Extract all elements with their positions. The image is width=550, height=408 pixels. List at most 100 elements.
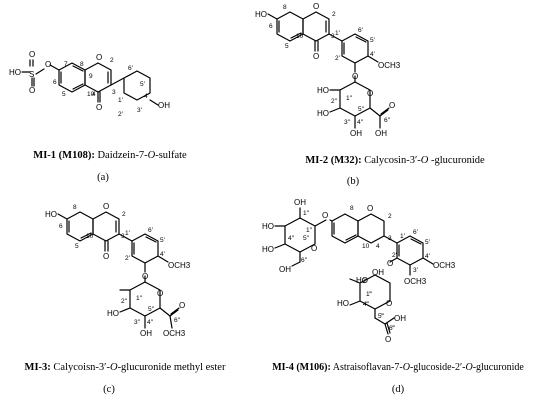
ring-a-d: [331, 213, 359, 244]
atom-o: O: [29, 50, 35, 59]
svg-text:4′: 4′: [160, 251, 166, 258]
atom-ho: HO: [45, 210, 57, 219]
svg-text:5: 5: [75, 243, 79, 250]
svg-text:1′: 1′: [400, 233, 406, 240]
atom-o-ring: O: [96, 53, 102, 62]
atom-och3: OCH3: [378, 61, 401, 70]
svg-text:5‴: 5‴: [378, 313, 385, 320]
atom-o-link: O: [142, 272, 148, 281]
svg-text:4″: 4″: [288, 235, 295, 242]
svg-text:4′: 4′: [144, 93, 150, 100]
svg-text:3″: 3″: [344, 119, 351, 126]
svg-text:6″: 6″: [301, 257, 308, 264]
atom-oh: OH: [158, 101, 170, 110]
svg-text:10: 10: [86, 233, 94, 240]
ring-b-a: [123, 70, 151, 101]
svg-text:3‴: 3‴: [362, 278, 369, 285]
panel-label-c: (c): [103, 384, 115, 395]
svg-text:1‴: 1‴: [366, 291, 373, 298]
atom-ho: HO: [317, 109, 329, 118]
atom-oh: OH: [294, 198, 306, 207]
svg-text:8: 8: [73, 204, 77, 211]
structure-d: O OH HO HO O OH O HO OH O O O OH OCH3 OC…: [262, 198, 456, 344]
svg-text:6′: 6′: [413, 229, 419, 236]
atom-o-ring: O: [103, 202, 109, 211]
atom-oh: OH: [372, 268, 384, 277]
atom-o-keto: O: [313, 52, 319, 61]
atom-o-ring: O: [367, 204, 373, 213]
caption-b: MI-2 (M32): Calycosin-3′-O -glucuronide: [305, 155, 485, 166]
svg-text:4: 4: [92, 91, 96, 98]
svg-text:2′: 2′: [335, 55, 341, 62]
caption-c: MI-3: Calycoisn-3′-O-glucuronide methyl …: [24, 362, 226, 373]
svg-text:5′: 5′: [425, 239, 431, 246]
svg-text:6′: 6′: [128, 65, 134, 72]
atom-s: S: [29, 70, 34, 79]
ring-b-d: [396, 235, 424, 266]
svg-text:2′: 2′: [118, 111, 124, 118]
svg-text:5′: 5′: [140, 81, 146, 88]
atom-o-link: O: [352, 72, 358, 81]
atom-o-link: O: [387, 259, 393, 268]
svg-text:4‴: 4‴: [363, 301, 370, 308]
panel-label-a: (a): [97, 172, 109, 183]
atom-o-acid: O: [385, 335, 391, 344]
svg-text:4: 4: [376, 243, 380, 250]
svg-text:1″: 1″: [136, 295, 143, 302]
atom-o-keto: O: [96, 103, 102, 112]
atom-ho: HO: [9, 68, 21, 77]
svg-text:5′: 5′: [370, 37, 376, 44]
svg-text:10: 10: [296, 33, 304, 40]
svg-text:2′: 2′: [392, 252, 398, 259]
svg-text:4′: 4′: [370, 51, 376, 58]
atom-o-sugar: O: [157, 289, 163, 298]
svg-text:2″: 2″: [121, 298, 128, 305]
atom-oh: OH: [350, 129, 362, 138]
atom-o-ester: O: [179, 301, 185, 310]
ring-b-b: [341, 33, 369, 64]
svg-text:6′: 6′: [148, 227, 154, 234]
ring-c-d: [357, 213, 385, 244]
atom-o-sugar: O: [311, 244, 317, 253]
atom-oh: OH: [140, 329, 152, 338]
svg-text:10: 10: [362, 243, 370, 250]
svg-text:2: 2: [122, 211, 126, 218]
atom-ho: HO: [107, 309, 119, 318]
atom-ho: HO: [317, 86, 329, 95]
svg-text:1′: 1′: [335, 30, 341, 37]
svg-text:4′: 4′: [425, 253, 431, 260]
caption-a: MI-1 (M108): Daidzein-7-O-sulfate: [33, 150, 187, 161]
svg-text:3: 3: [121, 233, 125, 240]
svg-text:2: 2: [332, 11, 336, 18]
svg-text:5: 5: [62, 91, 66, 98]
svg-text:2: 2: [388, 213, 392, 220]
svg-text:1″: 1″: [346, 95, 353, 102]
atom-o-acid: O: [389, 101, 395, 110]
svg-text:6‴: 6‴: [389, 325, 396, 332]
svg-text:8: 8: [80, 61, 84, 68]
atom-ho: HO: [255, 10, 267, 19]
svg-text:8: 8: [350, 205, 354, 212]
atom-ho: HO: [356, 276, 368, 285]
structure-c: HO O O OCH3 O HO OH O O OCH3 82 36 510 1…: [45, 202, 191, 338]
svg-text:4″: 4″: [357, 119, 364, 126]
ring-b-c: [131, 233, 159, 264]
atom-oh-acid: OH: [394, 314, 406, 323]
atom-o-ring: O: [313, 2, 319, 11]
svg-text:6: 6: [269, 23, 273, 30]
svg-text:2″: 2″: [331, 98, 338, 105]
atom-ho: HO: [337, 299, 349, 308]
sugar-c: [129, 281, 161, 317]
atom-o7: O: [322, 211, 328, 220]
atom-o-sugar2: O: [386, 299, 392, 308]
svg-text:3′: 3′: [413, 267, 419, 274]
svg-text:3: 3: [112, 89, 116, 96]
svg-text:6″: 6″: [174, 317, 181, 324]
atom-ho: HO: [262, 222, 274, 231]
svg-text:1′: 1′: [118, 97, 124, 104]
atom-oh: OH: [279, 265, 291, 274]
atom-och3: OCH3: [433, 261, 456, 270]
caption-d: MI-4 (M106): Astraisoflavan-7-O-glucosid…: [272, 362, 524, 373]
structure-b: HO O O OCH3 O HO HO OH O O OH 82 36 510 …: [255, 2, 401, 138]
